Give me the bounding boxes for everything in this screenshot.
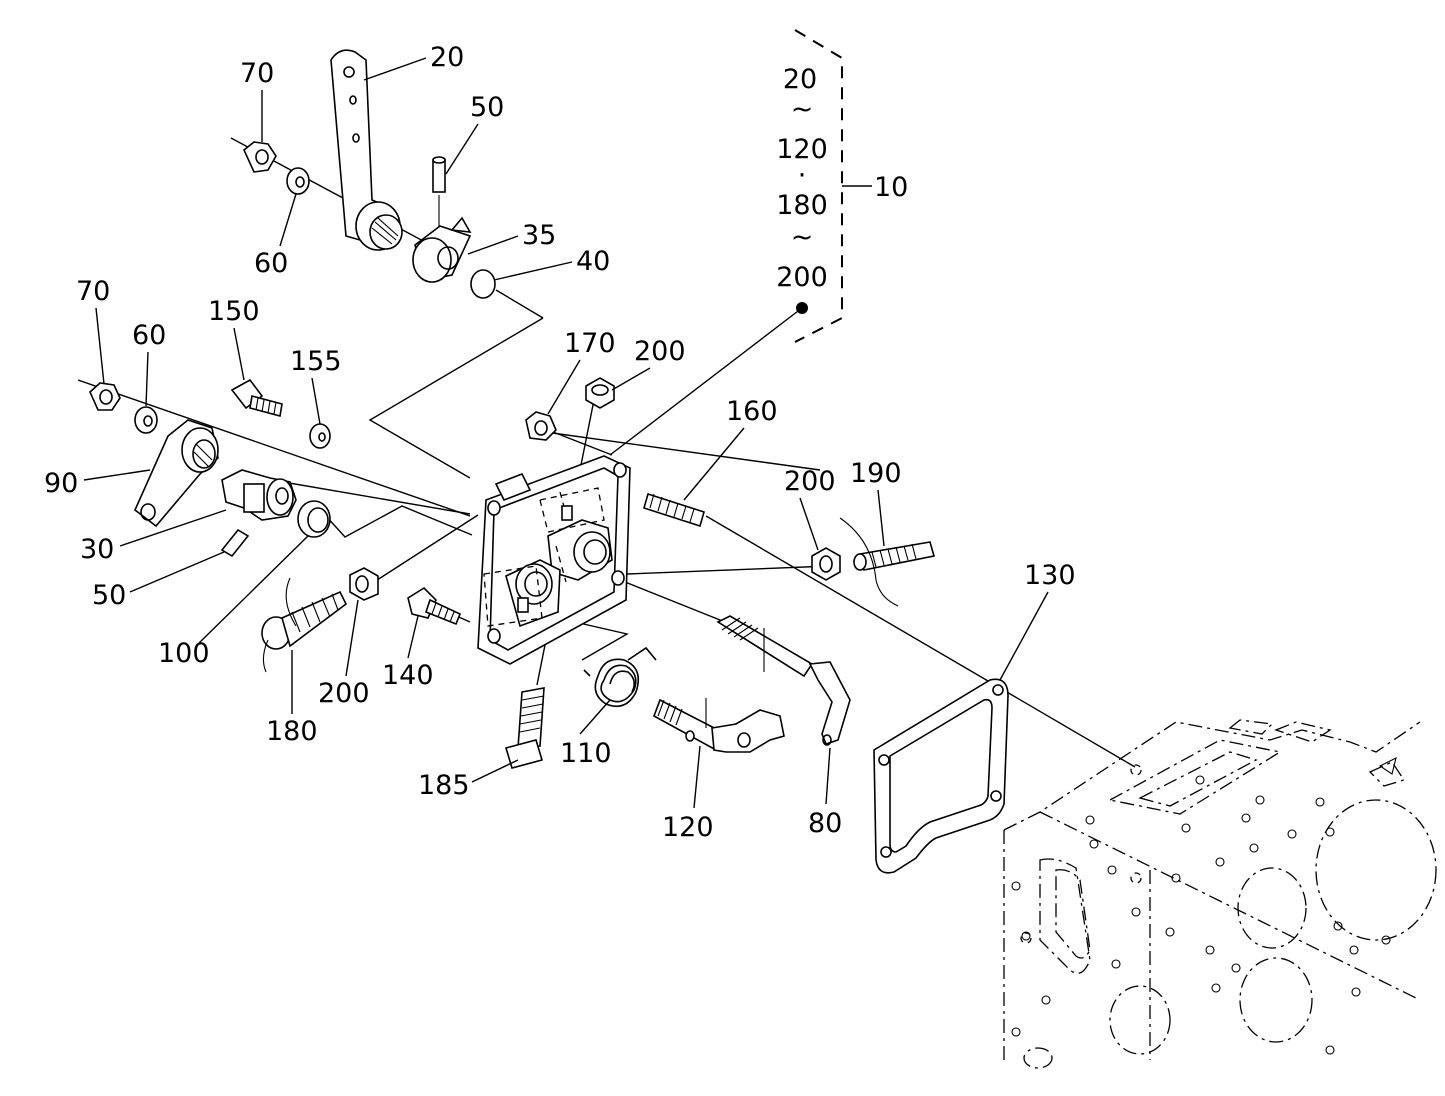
part-70-nut-top — [243, 141, 277, 173]
label-part-155: 155 — [290, 346, 342, 377]
kit-group-bracket — [794, 29, 872, 343]
part-200-nut-top — [585, 377, 615, 409]
label-part-190: 190 — [850, 458, 902, 489]
part-160-stud — [643, 492, 705, 528]
part-100-seal — [297, 500, 331, 538]
part-190-screw — [839, 517, 936, 607]
part-185-bolt — [504, 687, 545, 769]
label-part-200-top: 200 — [634, 336, 686, 367]
part-150-bolt — [230, 378, 283, 417]
label-part-50-bottom: 50 — [92, 580, 126, 611]
label-part-70-left: 70 — [76, 276, 110, 307]
part-70-nut-left — [89, 382, 121, 411]
kit-range2-start: 180 — [776, 190, 828, 221]
label-part-30: 30 — [80, 534, 114, 565]
label-part-90: 90 — [44, 468, 78, 499]
part-60-washer-left — [134, 406, 158, 434]
label-part-170: 170 — [564, 328, 616, 359]
label-part-80: 80 — [808, 808, 842, 839]
part-180-bolt — [261, 577, 348, 673]
label-part-10: 10 — [874, 172, 908, 203]
part-60-washer-top — [286, 167, 310, 195]
label-part-120: 120 — [662, 812, 714, 843]
part-155-washer — [309, 423, 331, 449]
part-140-bolt — [407, 586, 462, 626]
engine-block-phantom — [1003, 719, 1437, 1069]
part-labels: 20 70 50 60 35 40 70 60 150 155 90 30 50… — [44, 42, 1076, 843]
governor-cover-plate — [477, 455, 631, 665]
part-200-nut-right — [811, 547, 841, 581]
label-part-40: 40 — [576, 246, 610, 277]
part-170-nut — [525, 411, 557, 441]
part-120-shaft — [653, 698, 785, 753]
part-200-nut-bottom — [349, 567, 379, 601]
label-part-100: 100 — [158, 638, 210, 669]
label-part-200-right: 200 — [784, 466, 836, 497]
kit-range2-end: 200 — [776, 262, 828, 293]
label-part-130: 130 — [1024, 560, 1076, 591]
kit-group-range-text: 20 ~ 120 · 180 ~ 200 — [776, 64, 828, 293]
kit-range1-separator: ~ — [791, 94, 814, 125]
label-part-50-top: 50 — [470, 92, 504, 123]
part-110-spring — [583, 646, 657, 708]
label-part-35: 35 — [522, 220, 556, 251]
label-part-60-left: 60 — [132, 320, 166, 351]
kit-range2-separator: ~ — [791, 222, 814, 253]
label-part-140: 140 — [382, 660, 434, 691]
part-40-o-ring — [470, 269, 496, 299]
part-130-gasket — [873, 678, 1009, 874]
label-part-160: 160 — [726, 396, 778, 427]
kit-range1-end: 120 — [776, 134, 828, 165]
part-30-joint — [221, 469, 297, 521]
label-part-185: 185 — [418, 770, 470, 801]
part-35-collar — [412, 216, 472, 283]
kit-reference-dot — [796, 302, 808, 314]
label-part-70-top: 70 — [240, 58, 274, 89]
part-50-pin-left — [220, 528, 250, 558]
part-20-lever-arm — [330, 49, 403, 251]
kit-dot-separator: · — [798, 160, 807, 191]
leader-lines — [77, 137, 1136, 768]
label-part-180: 180 — [266, 716, 318, 747]
label-part-110: 110 — [560, 738, 612, 769]
part-50-pin-top — [432, 156, 446, 230]
part-90-lever — [134, 419, 219, 528]
kit-range1-start: 20 — [783, 64, 817, 95]
label-part-200-bottom: 200 — [318, 678, 370, 709]
label-part-20: 20 — [430, 42, 464, 73]
label-part-60-top: 60 — [254, 248, 288, 279]
label-part-150: 150 — [208, 296, 260, 327]
part-80-shaft-lever — [716, 615, 851, 746]
